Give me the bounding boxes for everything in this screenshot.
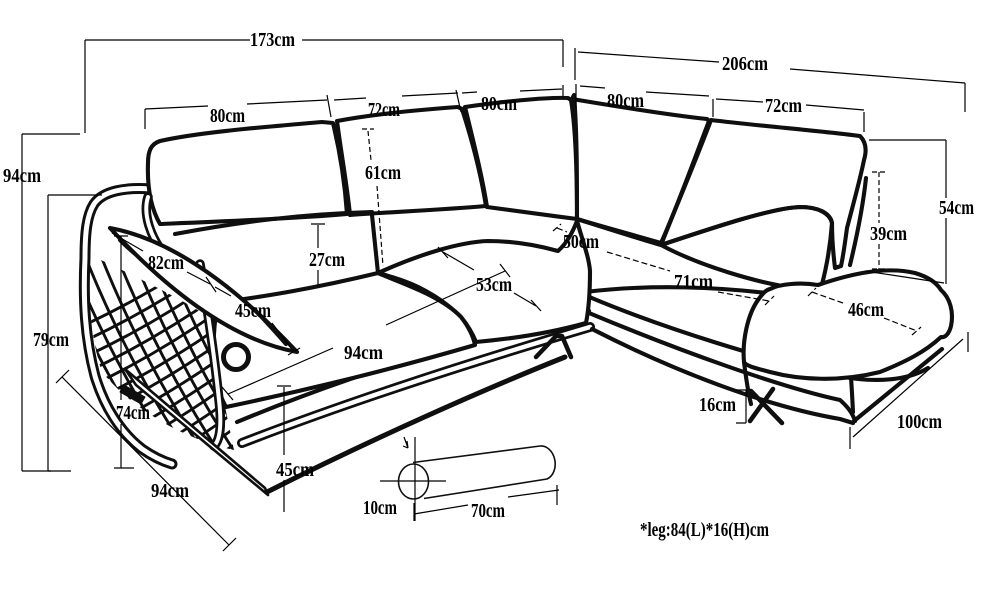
svg-text:206cm: 206cm (722, 53, 768, 75)
svg-text:72cm: 72cm (765, 95, 802, 117)
svg-text:100cm: 100cm (897, 411, 942, 433)
svg-text:50cm: 50cm (563, 231, 599, 253)
svg-text:54cm: 54cm (939, 197, 974, 219)
svg-text:94cm: 94cm (3, 165, 41, 187)
svg-text:39cm: 39cm (870, 223, 907, 245)
svg-text:72cm: 72cm (368, 99, 400, 121)
svg-text:61cm: 61cm (365, 162, 401, 184)
svg-text:74cm: 74cm (116, 402, 150, 424)
svg-text:46cm: 46cm (848, 299, 884, 321)
svg-text:45cm: 45cm (235, 300, 271, 322)
svg-text:16cm: 16cm (699, 394, 736, 416)
svg-text:27cm: 27cm (309, 249, 345, 271)
svg-text:173cm: 173cm (250, 29, 295, 51)
svg-text:80cm: 80cm (481, 93, 517, 115)
svg-text:79cm: 79cm (33, 329, 69, 351)
svg-text:94cm: 94cm (344, 342, 383, 364)
svg-text:80cm: 80cm (607, 90, 644, 112)
svg-text:70cm: 70cm (471, 500, 505, 522)
svg-text:82cm: 82cm (148, 252, 184, 274)
svg-text:10cm: 10cm (363, 497, 397, 519)
svg-text:80cm: 80cm (210, 105, 245, 127)
svg-text:*leg:84(L)*16(H)cm: *leg:84(L)*16(H)cm (640, 519, 769, 541)
svg-text:45cm: 45cm (276, 459, 314, 481)
svg-text:94cm: 94cm (151, 480, 189, 502)
svg-text:53cm: 53cm (476, 274, 512, 296)
svg-text:71cm: 71cm (674, 271, 713, 293)
